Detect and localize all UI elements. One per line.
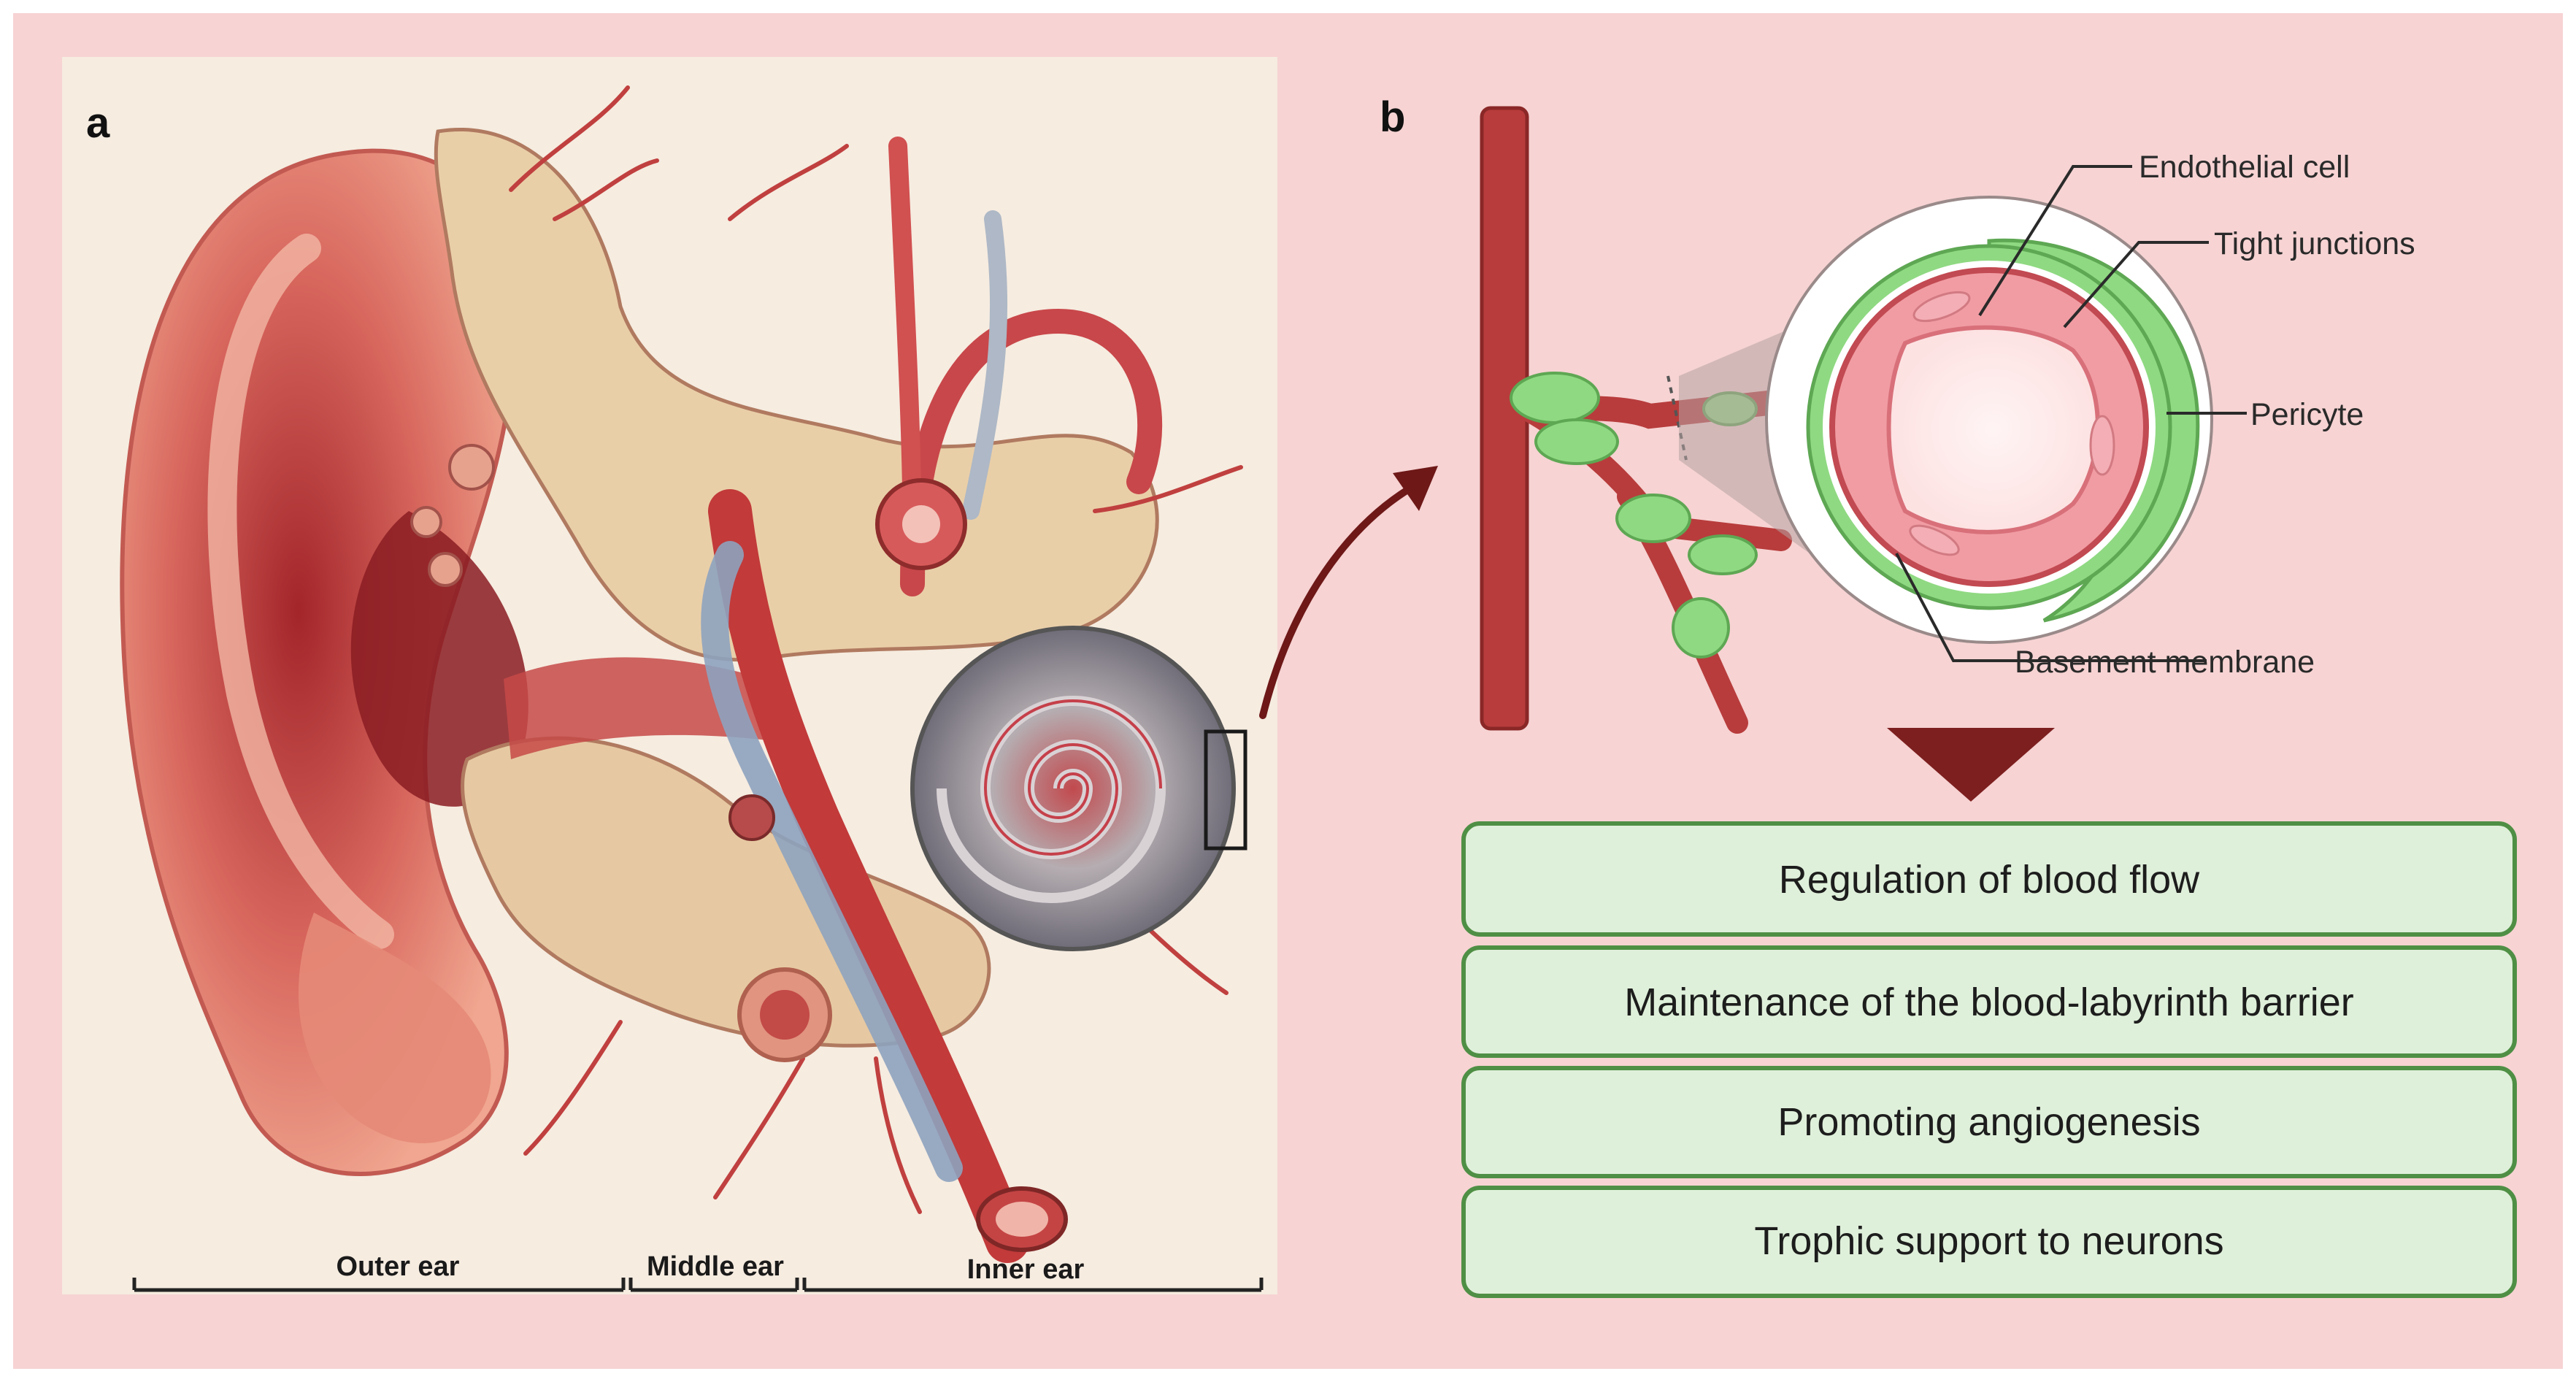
callout-basement-membrane: Basement membrane [2015, 645, 2315, 680]
vessel-cross-section [1765, 196, 2213, 644]
panel-b: b [1380, 93, 2517, 1298]
panel-a: a Outer ear Middle ear Inner ear [62, 57, 1277, 1294]
panel-a-letter: a [86, 99, 110, 147]
chevron-down-icon [1887, 728, 2055, 802]
callout-pericyte: Pericyte [2250, 397, 2364, 432]
pinna-inner-fold [207, 234, 394, 949]
callout-leaders [1895, 165, 2247, 662]
pinna-concha [350, 511, 528, 807]
callout-tight-junctions: Tight junctions [2214, 226, 2415, 261]
nerve-bundle-2 [962, 210, 1008, 520]
callout-endothelial-cell: Endothelial cell [2139, 150, 2350, 185]
function-box-3: Promoting angiogenesis [1461, 1066, 2517, 1178]
temporal-bone [434, 128, 1159, 662]
connector-arrow [1259, 466, 1438, 719]
cochlea [910, 626, 1236, 951]
vessel-section-2-lumen [760, 990, 810, 1040]
vessel-loop [900, 308, 1163, 596]
bone-cell-3 [428, 552, 463, 587]
bone-cell-2 [410, 506, 442, 538]
cochlea-zoom-box [1204, 729, 1247, 851]
ear-segments-bracket [132, 1278, 1264, 1292]
ear-lobe [298, 913, 491, 1143]
segment-label-inner-ear: Inner ear [967, 1254, 1085, 1285]
function-box-2: Maintenance of the blood-labyrinth barri… [1461, 945, 2517, 1058]
endothelial-nuclei [1909, 291, 2115, 556]
artery-tube-lumen [996, 1202, 1048, 1237]
function-label-4: Trophic support to neurons [1754, 1219, 2223, 1263]
vessel-lumen [1886, 325, 2100, 534]
function-box-1: Regulation of blood flow [1461, 821, 2517, 937]
function-label-3: Promoting angiogenesis [1777, 1100, 2200, 1144]
bone-cell-1 [448, 444, 495, 491]
segment-label-outer-ear: Outer ear [337, 1251, 460, 1282]
segment-label-middle-ear: Middle ear [647, 1251, 784, 1282]
panel-b-letter: b [1380, 93, 1405, 141]
function-box-4: Trophic support to neurons [1461, 1186, 2517, 1298]
function-label-2: Maintenance of the blood-labyrinth barri… [1624, 980, 2354, 1024]
ear-anatomy-illustration [120, 85, 1247, 1263]
vein-main [701, 541, 963, 1182]
function-label-1: Regulation of blood flow [1779, 858, 2200, 902]
bone-cell-4 [728, 794, 775, 841]
vessel-section-1-lumen [902, 505, 940, 543]
artery-main [708, 489, 1029, 1263]
